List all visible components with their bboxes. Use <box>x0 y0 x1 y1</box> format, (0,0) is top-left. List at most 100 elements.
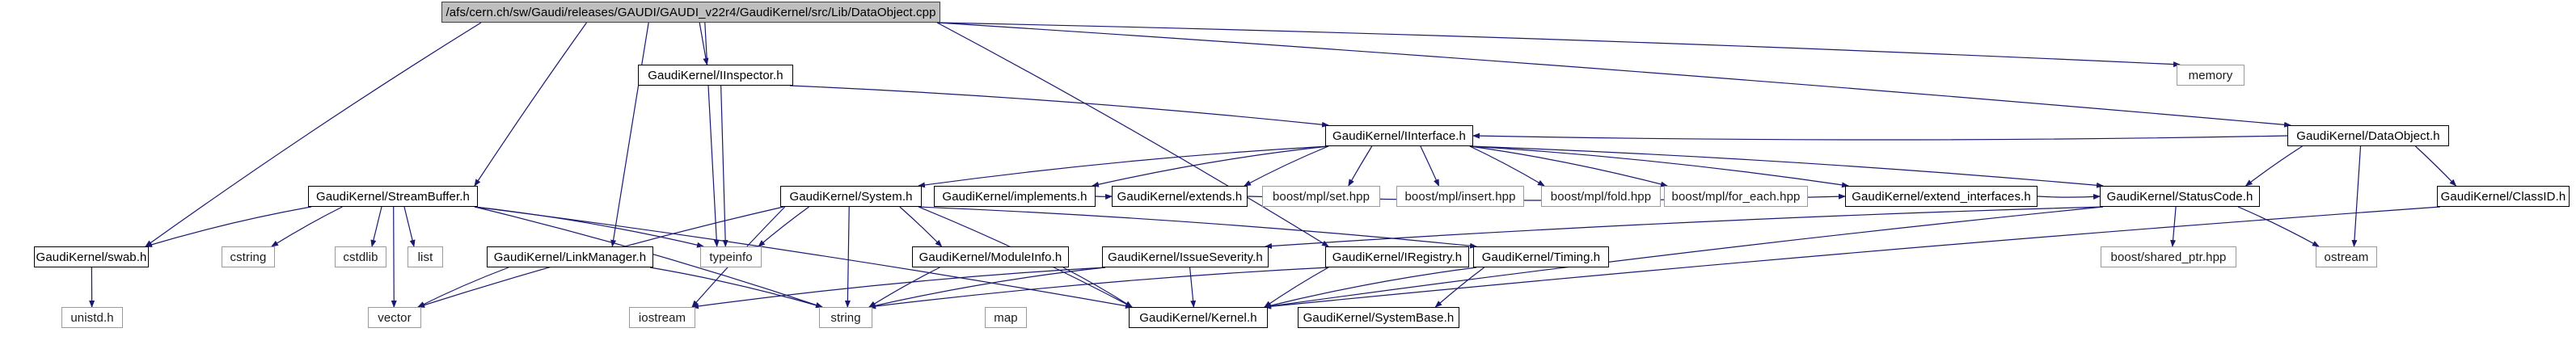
graph-edge-iregistry-to-string <box>868 267 1329 309</box>
graph-edge-streambuffer-to-cstdlib <box>370 206 382 247</box>
graph-node-issueseverity[interactable]: GaudiKernel/IssueSeverity.h <box>1102 246 1269 267</box>
graph-edge-system-to-moduleinfo <box>899 206 943 247</box>
graph-edge-root-to-swab <box>145 22 482 247</box>
graph-node-label: boost/mpl/set.hpp <box>1272 189 1370 204</box>
graph-edge-root-to-memory <box>936 22 2181 68</box>
graph-node-vector[interactable]: vector <box>368 307 421 328</box>
graph-edge-streambuffer-to-vector <box>391 206 397 308</box>
graph-node-label: list <box>417 250 433 264</box>
graph-edge-root-to-dataobject <box>936 22 2291 128</box>
graph-edge-iinterface-to-extends <box>1244 145 1329 187</box>
graph-edge-classid-to-kernel <box>1264 206 2441 309</box>
graph-node-unistd[interactable]: unistd.h <box>61 307 123 328</box>
graph-node-label: GaudiKernel/ModuleInfo.h <box>918 250 1062 264</box>
graph-node-mpl_for_each[interactable]: boost/mpl/for_each.hpp <box>1664 186 1808 207</box>
graph-edge-root-to-typeinfo <box>704 22 720 247</box>
graph-node-label: GaudiKernel/IInterface.h <box>1332 128 1466 143</box>
graph-node-shared_ptr[interactable]: boost/shared_ptr.hpp <box>2101 246 2236 267</box>
graph-node-mpl_fold[interactable]: boost/mpl/fold.hpp <box>1541 186 1661 207</box>
graph-node-label: GaudiKernel/System.h <box>789 189 913 204</box>
graph-node-label: GaudiKernel/IssueSeverity.h <box>1108 250 1263 264</box>
graph-edge-timing-to-kernel <box>1264 267 1477 309</box>
graph-edge-statuscode-to-kernel <box>1264 206 2104 309</box>
graph-node-label: GaudiKernel/LinkManager.h <box>493 250 647 264</box>
graph-edge-iinterface-to-mpl_set <box>1348 145 1373 187</box>
graph-edge-iinterface-to-system <box>918 145 1329 188</box>
graph-edge-root-to-linkmanager <box>610 22 649 247</box>
graph-node-swab[interactable]: GaudiKernel/swab.h <box>34 246 149 267</box>
graph-edge-streambuffer-to-list <box>403 206 416 247</box>
graph-edge-root-to-streambuffer <box>474 22 588 187</box>
graph-node-mpl_insert[interactable]: boost/mpl/insert.hpp <box>1396 186 1524 207</box>
graph-node-label: boost/mpl/fold.hpp <box>1550 189 1652 204</box>
graph-edge-root-to-iregistry <box>936 22 1329 247</box>
graph-node-extends[interactable]: GaudiKernel/extends.h <box>1112 186 1248 207</box>
graph-node-cstdlib[interactable]: cstdlib <box>335 246 386 267</box>
graph-node-label: GaudiKernel/swab.h <box>36 250 147 264</box>
graph-node-implements[interactable]: GaudiKernel/implements.h <box>934 186 1096 207</box>
graph-node-iinterface[interactable]: GaudiKernel/IInterface.h <box>1325 125 1473 146</box>
graph-node-label: boost/shared_ptr.hpp <box>2110 250 2227 264</box>
graph-edge-root-to-iinspector <box>699 22 709 65</box>
graph-edge-streambuffer-to-typeinfo <box>474 206 704 248</box>
graph-node-linkmanager[interactable]: GaudiKernel/LinkManager.h <box>487 246 653 267</box>
graph-edge-iinterface-to-mpl_fold <box>1469 145 1545 187</box>
graph-edge-extend_interfaces-to-statuscode <box>2037 193 2101 200</box>
graph-edge-dataobject-to-iinterface <box>1472 133 2288 141</box>
graph-node-label: iostream <box>638 310 686 325</box>
graph-edge-issueseverity-to-kernel <box>1189 267 1197 308</box>
graph-node-label: GaudiKernel/extend_interfaces.h <box>1852 189 2031 204</box>
graph-node-streambuffer[interactable]: GaudiKernel/StreamBuffer.h <box>308 186 478 207</box>
graph-node-systembase[interactable]: GaudiKernel/SystemBase.h <box>1298 307 1459 328</box>
graph-node-statuscode[interactable]: GaudiKernel/StatusCode.h <box>2100 186 2260 207</box>
graph-edge-streambuffer-to-kernel <box>474 206 1133 309</box>
graph-node-label: vector <box>378 310 412 325</box>
graph-node-iregistry[interactable]: GaudiKernel/IRegistry.h <box>1325 246 1469 267</box>
graph-node-mpl_set[interactable]: boost/mpl/set.hpp <box>1262 186 1380 207</box>
graph-node-moduleinfo[interactable]: GaudiKernel/ModuleInfo.h <box>912 246 1069 267</box>
graph-node-typeinfo[interactable]: typeinfo <box>700 246 762 267</box>
graph-edge-iinterface-to-mpl_for_each <box>1469 145 1668 187</box>
graph-edge-system-to-timing <box>918 206 1477 249</box>
graph-node-label: GaudiKernel/DataObject.h <box>2296 128 2440 143</box>
graph-node-classid[interactable]: GaudiKernel/ClassID.h <box>2437 186 2570 207</box>
edge-paths <box>89 22 2457 309</box>
graph-edge-statuscode-to-ostream <box>2237 206 2320 247</box>
graph-node-memory[interactable]: memory <box>2177 65 2244 86</box>
graph-edge-iregistry-to-kernel <box>1264 267 1329 308</box>
graph-edge-statuscode-to-issueseverity <box>1265 206 2104 249</box>
graph-node-label: string <box>830 310 861 325</box>
graph-edge-iinspector-to-iinterface <box>789 85 1329 128</box>
graph-node-label: cstring <box>230 250 267 264</box>
graph-node-iostream[interactable]: iostream <box>629 307 695 328</box>
graph-node-kernel[interactable]: GaudiKernel/Kernel.h <box>1129 307 1268 328</box>
graph-node-string[interactable]: string <box>819 307 872 328</box>
graph-node-map[interactable]: map <box>985 307 1027 328</box>
graph-node-iinspector[interactable]: GaudiKernel/IInspector.h <box>638 65 793 86</box>
graph-node-ostream[interactable]: ostream <box>2316 246 2377 267</box>
graph-node-label: GaudiKernel/implements.h <box>942 189 1087 204</box>
graph-node-label: cstdlib <box>343 250 378 264</box>
graph-node-dataobject[interactable]: GaudiKernel/DataObject.h <box>2287 125 2449 146</box>
graph-node-cstring[interactable]: cstring <box>222 246 275 267</box>
graph-node-system[interactable]: GaudiKernel/System.h <box>780 186 922 207</box>
graph-edge-moduleinfo-to-kernel <box>1062 267 1133 308</box>
graph-node-label: unistd.h <box>70 310 114 325</box>
graph-edge-timing-to-systembase <box>1434 267 1485 308</box>
graph-edge-system-to-typeinfo <box>758 206 809 247</box>
graph-node-root[interactable]: /afs/cern.ch/sw/Gaudi/releases/GAUDI/GAU… <box>441 2 940 23</box>
graph-edge-issueseverity-to-iostream <box>691 267 1106 309</box>
graph-node-label: ostream <box>2324 250 2369 264</box>
graph-node-extend_interfaces[interactable]: GaudiKernel/extend_interfaces.h <box>1845 186 2038 207</box>
graph-edge-iinterface-to-implements <box>1092 145 1329 187</box>
graph-node-label: GaudiKernel/IInspector.h <box>648 68 783 82</box>
graph-node-label: GaudiKernel/extends.h <box>1117 189 1243 204</box>
graph-node-label: GaudiKernel/StreamBuffer.h <box>316 189 470 204</box>
graph-node-label: GaudiKernel/StatusCode.h <box>2106 189 2253 204</box>
graph-node-label: GaudiKernel/Timing.h <box>1481 250 1601 264</box>
graph-node-timing[interactable]: GaudiKernel/Timing.h <box>1473 246 1609 267</box>
graph-edge-iinterface-to-extend_interfaces <box>1469 145 1849 188</box>
graph-node-list[interactable]: list <box>408 246 443 267</box>
